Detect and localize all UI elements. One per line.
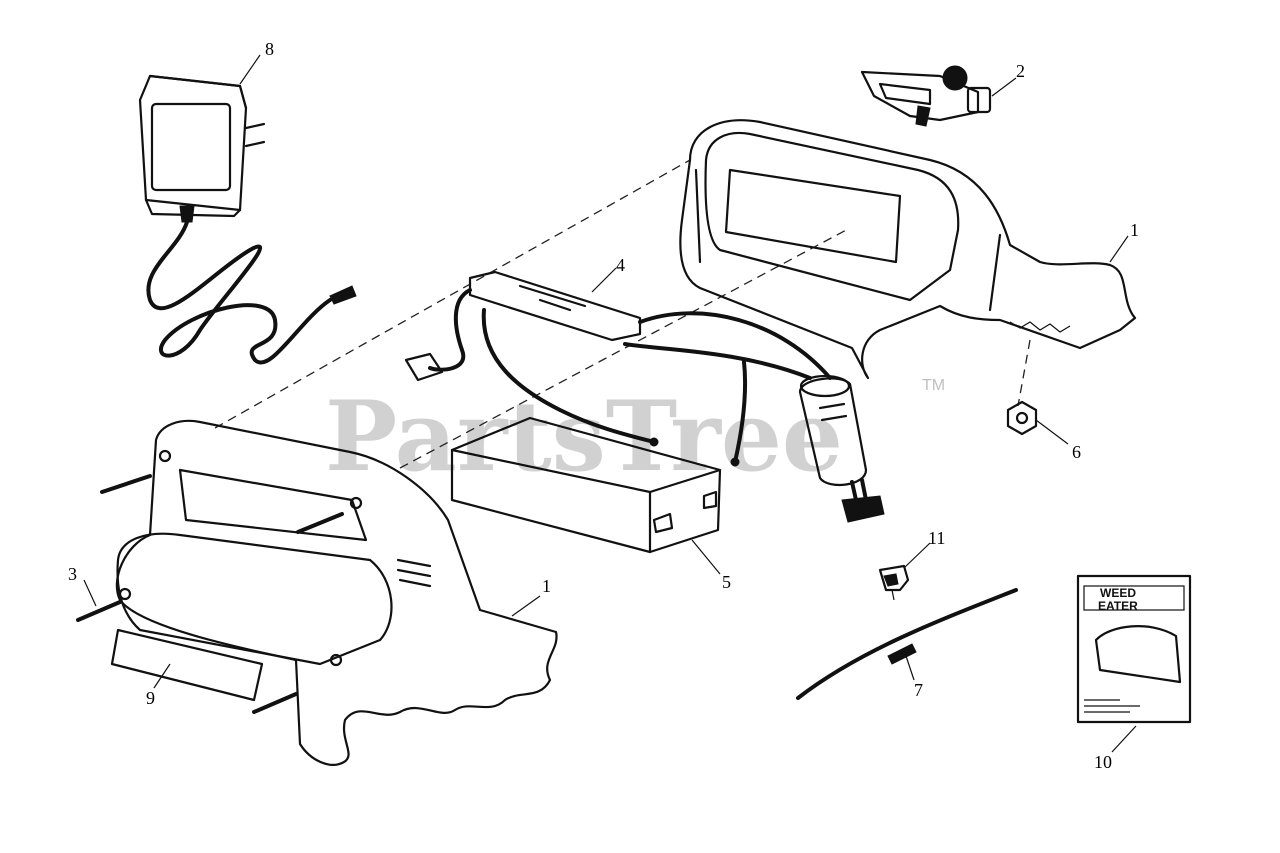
callout-8: 8 [265,39,274,59]
callout-7: 7 [914,680,923,700]
manual-title-line2: EATER [1098,599,1138,613]
callout-11: 11 [928,528,945,548]
part-11-clip[interactable] [878,564,910,601]
callout-10: 10 [1094,752,1112,772]
callout-5: 5 [722,572,731,592]
watermark-trademark: TM [922,377,945,394]
callout-labels: 8 2 1 4 6 5 11 7 3 1 9 10 [68,39,1139,772]
part-3-screws[interactable] [76,474,344,714]
callout-1-right: 1 [1130,220,1139,240]
manual-title-line1: WEED [1100,586,1136,600]
part-1-left-housing[interactable] [115,419,558,766]
part-5-battery[interactable] [450,416,722,554]
callout-2: 2 [1016,61,1025,81]
callout-9: 9 [146,688,155,708]
watermark-text: PartsTree [325,380,843,493]
callout-4: 4 [616,255,625,275]
callout-1-left: 1 [542,576,551,596]
part-6-nut[interactable] [1006,400,1038,436]
part-2-switch[interactable] [860,65,992,127]
part-10-manual[interactable]: WEED EATER [1076,574,1192,724]
part-4-circuit-board[interactable] [404,270,832,467]
alignment-lines [214,159,1031,469]
callout-3: 3 [68,564,77,584]
part-7-line[interactable] [796,588,1018,700]
part-8-charger[interactable] [138,74,357,365]
callout-6: 6 [1072,442,1081,462]
part-1-right-housing[interactable] [679,119,1137,380]
leader-lines [83,54,1137,753]
motor[interactable] [798,374,885,523]
part-9-label[interactable] [110,628,264,702]
